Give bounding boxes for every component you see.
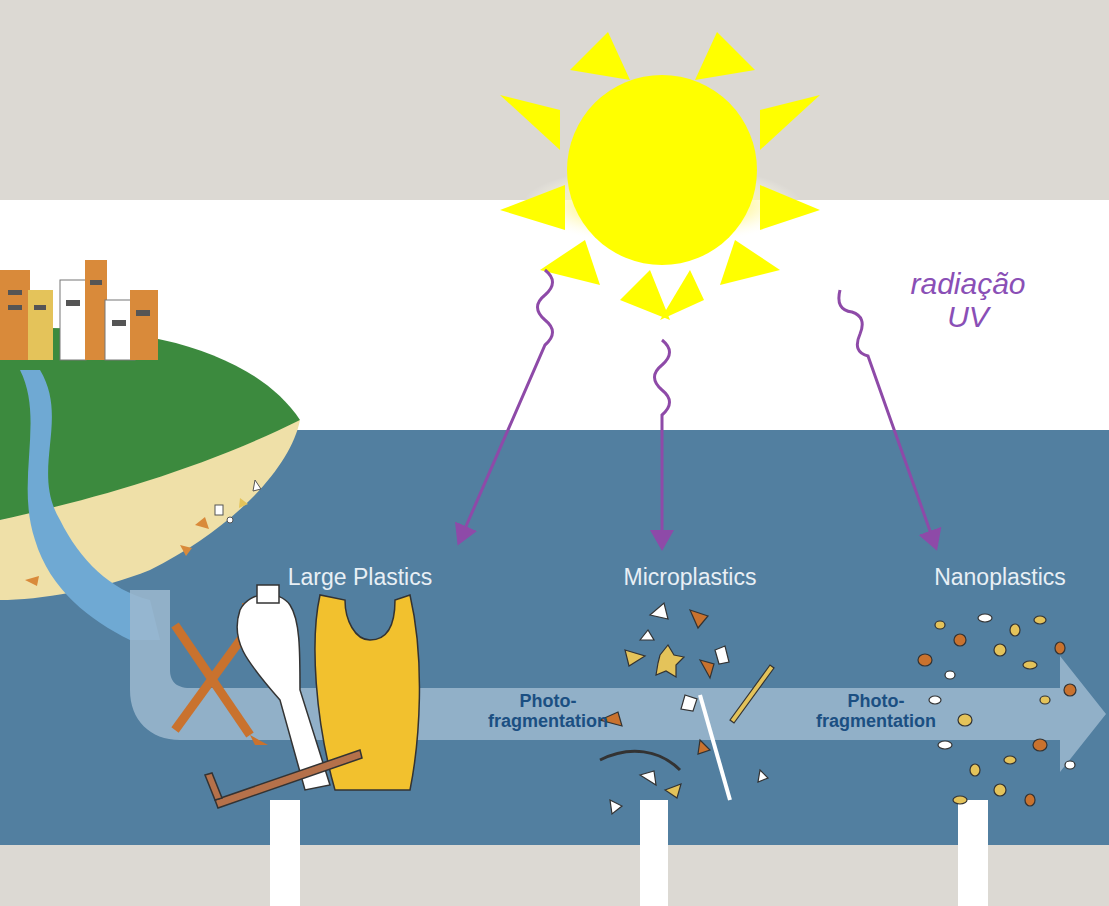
- process-label: Photo- fragmentation: [816, 692, 936, 732]
- process-label: Photo- fragmentation: [488, 692, 608, 732]
- large-plastics: [175, 585, 419, 808]
- uv-label: radiação UV: [910, 267, 1025, 333]
- pillar: [640, 800, 668, 906]
- nanoplastics: [918, 614, 1076, 806]
- sun: [500, 32, 820, 320]
- beach-litter: [25, 480, 261, 586]
- microplastics: [600, 603, 774, 814]
- city: [0, 260, 158, 360]
- pillar: [270, 800, 300, 906]
- uv-rays: [460, 270, 935, 545]
- stage-label: Microplastics: [624, 565, 757, 590]
- pillar: [958, 800, 988, 906]
- stage-label: Large Plastics: [288, 565, 432, 590]
- stage-label: Nanoplastics: [934, 565, 1066, 590]
